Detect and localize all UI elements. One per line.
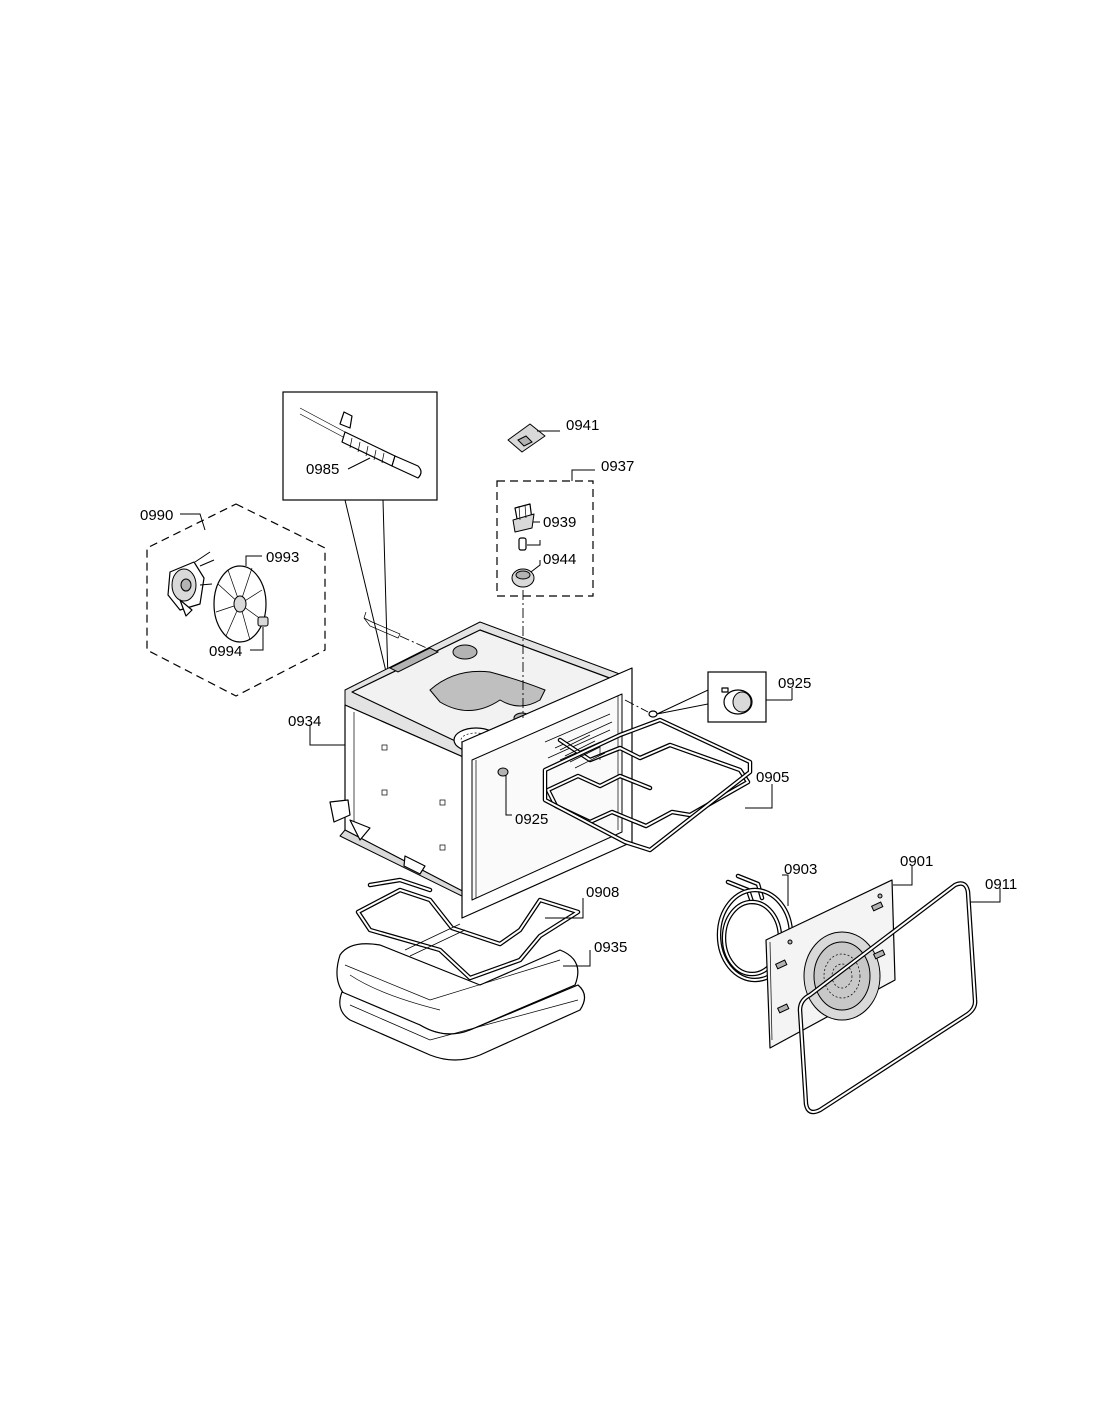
label-0937: 0937 xyxy=(601,458,634,475)
label-0990: 0990 xyxy=(140,507,173,524)
label-0935: 0935 xyxy=(594,939,627,956)
grill-element-0905 xyxy=(542,717,753,853)
fan-nut-part xyxy=(257,616,269,627)
label-0934: 0934 xyxy=(288,713,321,730)
label-0941: 0941 xyxy=(566,417,599,434)
circular-element-0903 xyxy=(716,873,794,983)
lamp-cover-part xyxy=(511,568,535,588)
probe-bracket-part xyxy=(363,611,401,639)
label-0939: 0939 xyxy=(543,514,576,531)
door-seal-0911 xyxy=(797,881,978,1115)
label-0944: 0944 xyxy=(543,551,576,568)
label-0908: 0908 xyxy=(586,884,619,901)
label-0985: 0985 xyxy=(306,461,339,478)
label-0925-right: 0925 xyxy=(778,675,811,692)
fan-motor-part xyxy=(167,551,215,617)
part-0925-right: 0925 xyxy=(624,671,811,723)
part-0941: 0941 xyxy=(507,417,599,453)
lamp-socket-0939 xyxy=(512,503,535,533)
temperature-sensor-part xyxy=(299,407,422,479)
label-0903: 0903 xyxy=(784,861,817,878)
insulation-0935 xyxy=(336,943,586,1061)
fan-blade-part xyxy=(213,565,267,643)
label-0994: 0994 xyxy=(209,643,242,660)
detail-box-0985: 0985 xyxy=(282,391,438,681)
label-0911: 0911 xyxy=(985,876,1017,893)
lamp-bulb-0944 xyxy=(518,537,527,551)
bottom-element-0908 xyxy=(355,877,581,981)
label-0901: 0901 xyxy=(900,853,933,870)
label-0925-inner: 0925 xyxy=(515,811,548,828)
group-0937: 0937 0939 0944 xyxy=(496,458,634,597)
rear-panel-0901 xyxy=(765,879,896,1049)
label-0993: 0993 xyxy=(266,549,299,566)
label-0905: 0905 xyxy=(756,769,789,786)
oven-cavity-0934 xyxy=(329,621,633,919)
group-0990: 0990 0993 0994 xyxy=(140,503,326,697)
knob-part xyxy=(721,687,753,715)
